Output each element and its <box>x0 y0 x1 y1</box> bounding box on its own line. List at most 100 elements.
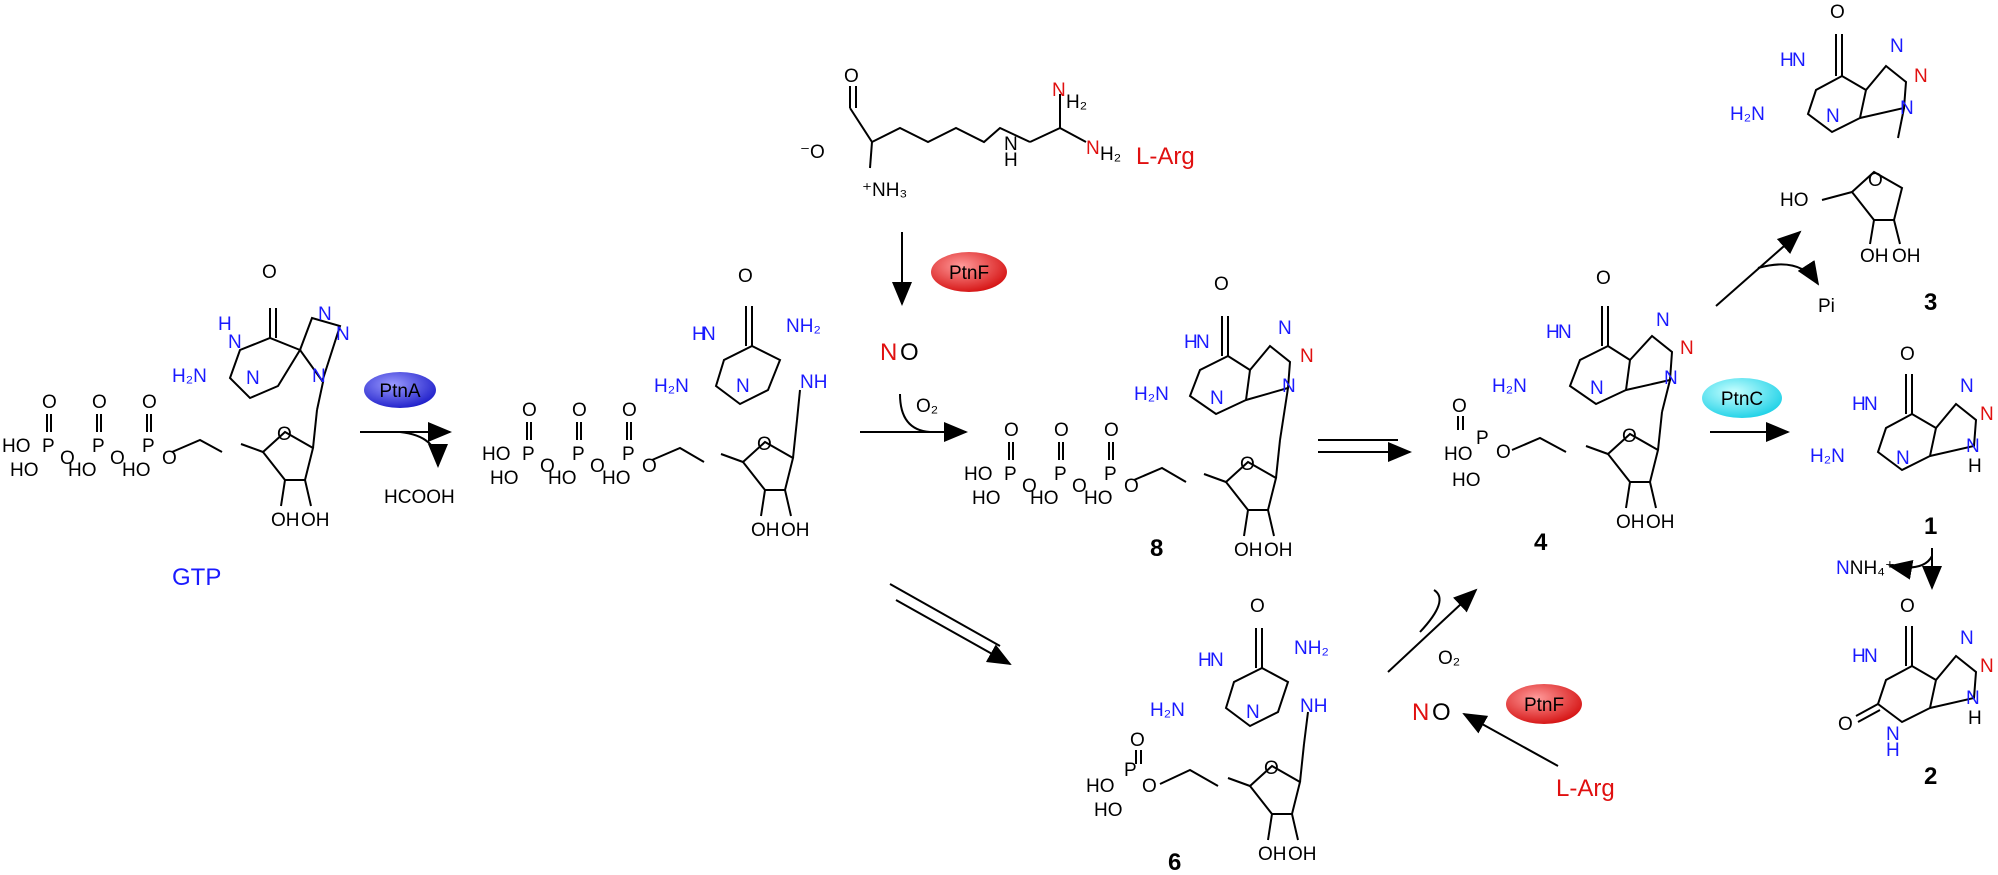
svg-text:NH: NH <box>800 372 827 393</box>
svg-text:O: O <box>1496 442 1511 463</box>
svg-text:H: H <box>1968 456 1982 477</box>
nh4-label: NNH₄⁺ <box>1836 558 1895 579</box>
svg-text:N: N <box>1980 656 1994 677</box>
svg-text:O: O <box>1250 596 1265 617</box>
svg-text:N: N <box>702 324 716 345</box>
svg-text:O: O <box>1900 344 1915 365</box>
svg-text:N: N <box>336 324 350 345</box>
svg-text:N: N <box>1664 368 1678 389</box>
svg-text:H: H <box>1198 650 1212 671</box>
svg-text:N: N <box>1980 404 1994 425</box>
svg-text:O: O <box>1830 2 1845 23</box>
svg-text:O: O <box>1130 730 1145 751</box>
svg-text:H: H <box>1968 708 1982 729</box>
svg-text:NH₂: NH₂ <box>1294 638 1329 659</box>
svg-text:H₂N: H₂N <box>1810 446 1845 467</box>
nitric-oxide-top: N O <box>880 339 919 366</box>
svg-text:N: N <box>1246 702 1260 723</box>
svg-text:N: N <box>1210 650 1224 671</box>
svg-text:PtnA: PtnA <box>379 381 421 402</box>
svg-text:N: N <box>1896 448 1910 469</box>
pyrimidine-triphosphate-structure: O H N H₂N N NH₂ NH <box>481 266 827 542</box>
svg-text:N: N <box>1558 322 1572 343</box>
svg-text:O: O <box>738 266 753 287</box>
svg-text:P: P <box>1124 760 1137 781</box>
svg-text:N: N <box>736 376 750 397</box>
svg-text:⁺NH₃: ⁺NH₃ <box>862 180 907 201</box>
svg-text:N: N <box>1890 36 1904 57</box>
o2-label-top: O₂ <box>916 396 938 417</box>
svg-text:H₂N: H₂N <box>172 366 207 387</box>
svg-text:H: H <box>692 324 706 345</box>
svg-text:O: O <box>1838 714 1853 735</box>
compound-6-number: 6 <box>1168 849 1181 875</box>
compound-3-number: 3 <box>1924 289 1937 316</box>
svg-text:O: O <box>262 262 277 283</box>
svg-text:N: N <box>1960 628 1974 649</box>
svg-text:N: N <box>1886 724 1900 745</box>
svg-text:NH₂: NH₂ <box>786 316 821 337</box>
svg-text:⁻O: ⁻O <box>800 142 825 163</box>
svg-text:H: H <box>1886 740 1900 761</box>
svg-text:H: H <box>1780 50 1794 71</box>
svg-text:OH: OH <box>1892 246 1921 267</box>
svg-text:H₂: H₂ <box>1100 144 1121 165</box>
compound-8-number: 8 <box>1150 535 1163 562</box>
svg-text:O: O <box>1868 170 1883 191</box>
svg-text:N: N <box>1680 338 1694 359</box>
arrow-larg-to-no-bottom <box>1462 713 1559 767</box>
svg-text:N: N <box>1278 318 1292 339</box>
svg-text:H: H <box>1184 332 1198 353</box>
svg-text:N: N <box>228 332 242 353</box>
svg-text:N: N <box>1210 388 1224 409</box>
svg-text:O: O <box>1596 268 1611 289</box>
svg-text:H: H <box>1004 150 1018 171</box>
svg-text:O: O <box>1900 596 1915 617</box>
svg-text:N: N <box>1826 106 1840 127</box>
svg-text:H₂N: H₂N <box>1150 700 1185 721</box>
svg-text:PtnF: PtnF <box>1524 695 1564 716</box>
hcooh-label: HCOOH <box>384 487 455 508</box>
compound-1-structure: O H N H₂N N N N N H <box>1810 344 1994 477</box>
svg-text:N: N <box>880 339 897 366</box>
svg-text:O: O <box>1432 699 1451 726</box>
pi-release-arrow <box>1757 260 1820 286</box>
svg-text:OH: OH <box>1860 246 1889 267</box>
svg-text:O: O <box>1214 274 1229 295</box>
svg-text:O: O <box>1452 396 1467 417</box>
svg-text:NH: NH <box>1300 696 1327 717</box>
svg-text:N: N <box>1900 98 1914 119</box>
svg-text:N: N <box>1052 80 1066 101</box>
compound-4-number: 4 <box>1534 529 1548 556</box>
svg-text:HO: HO <box>1452 470 1481 491</box>
compound-8-structure: O H N H₂N N N N N <box>963 274 1314 562</box>
l-arg-label-bottom: L-Arg <box>1556 775 1615 802</box>
compound-6-structure: O HO P HO O O H N H₂N N NH₂ NH <box>1086 596 1329 866</box>
svg-text:N: N <box>1196 332 1210 353</box>
o2-label-bottom: O₂ <box>1438 648 1460 669</box>
l-arg-label-top: L-Arg <box>1136 143 1195 170</box>
ptnF-enzyme-badge-bottom: PtnF <box>1506 684 1582 724</box>
svg-text:N: N <box>1656 310 1670 331</box>
svg-text:N: N <box>1864 394 1878 415</box>
svg-text:H: H <box>1546 322 1560 343</box>
ptnF-enzyme-badge-top: PtnF <box>931 252 1007 292</box>
svg-text:PtnF: PtnF <box>949 263 989 284</box>
svg-text:N: N <box>1914 66 1928 87</box>
svg-text:H₂N: H₂N <box>1134 384 1169 405</box>
nitric-oxide-bottom: N O <box>1412 699 1451 726</box>
equilibrium-arrow-to-6-lower <box>895 599 1012 665</box>
svg-text:N: N <box>318 304 332 325</box>
arrow-4-to-3 <box>1715 230 1802 307</box>
compound-2-number: 2 <box>1924 763 1937 790</box>
equilibrium-arrow-to-6-upper <box>889 583 1001 647</box>
compound-3-structure: O H N H₂N N N N N O HO OH OH <box>1730 2 1928 267</box>
nh4-release-arrow <box>1888 555 1933 580</box>
svg-text:N: N <box>1792 50 1806 71</box>
svg-text:HO: HO <box>1780 190 1809 211</box>
svg-text:H: H <box>218 314 232 335</box>
ptnC-enzyme-badge: PtnC <box>1702 378 1782 418</box>
gtp-label: GTP <box>172 564 221 591</box>
svg-text:N: N <box>1864 646 1878 667</box>
